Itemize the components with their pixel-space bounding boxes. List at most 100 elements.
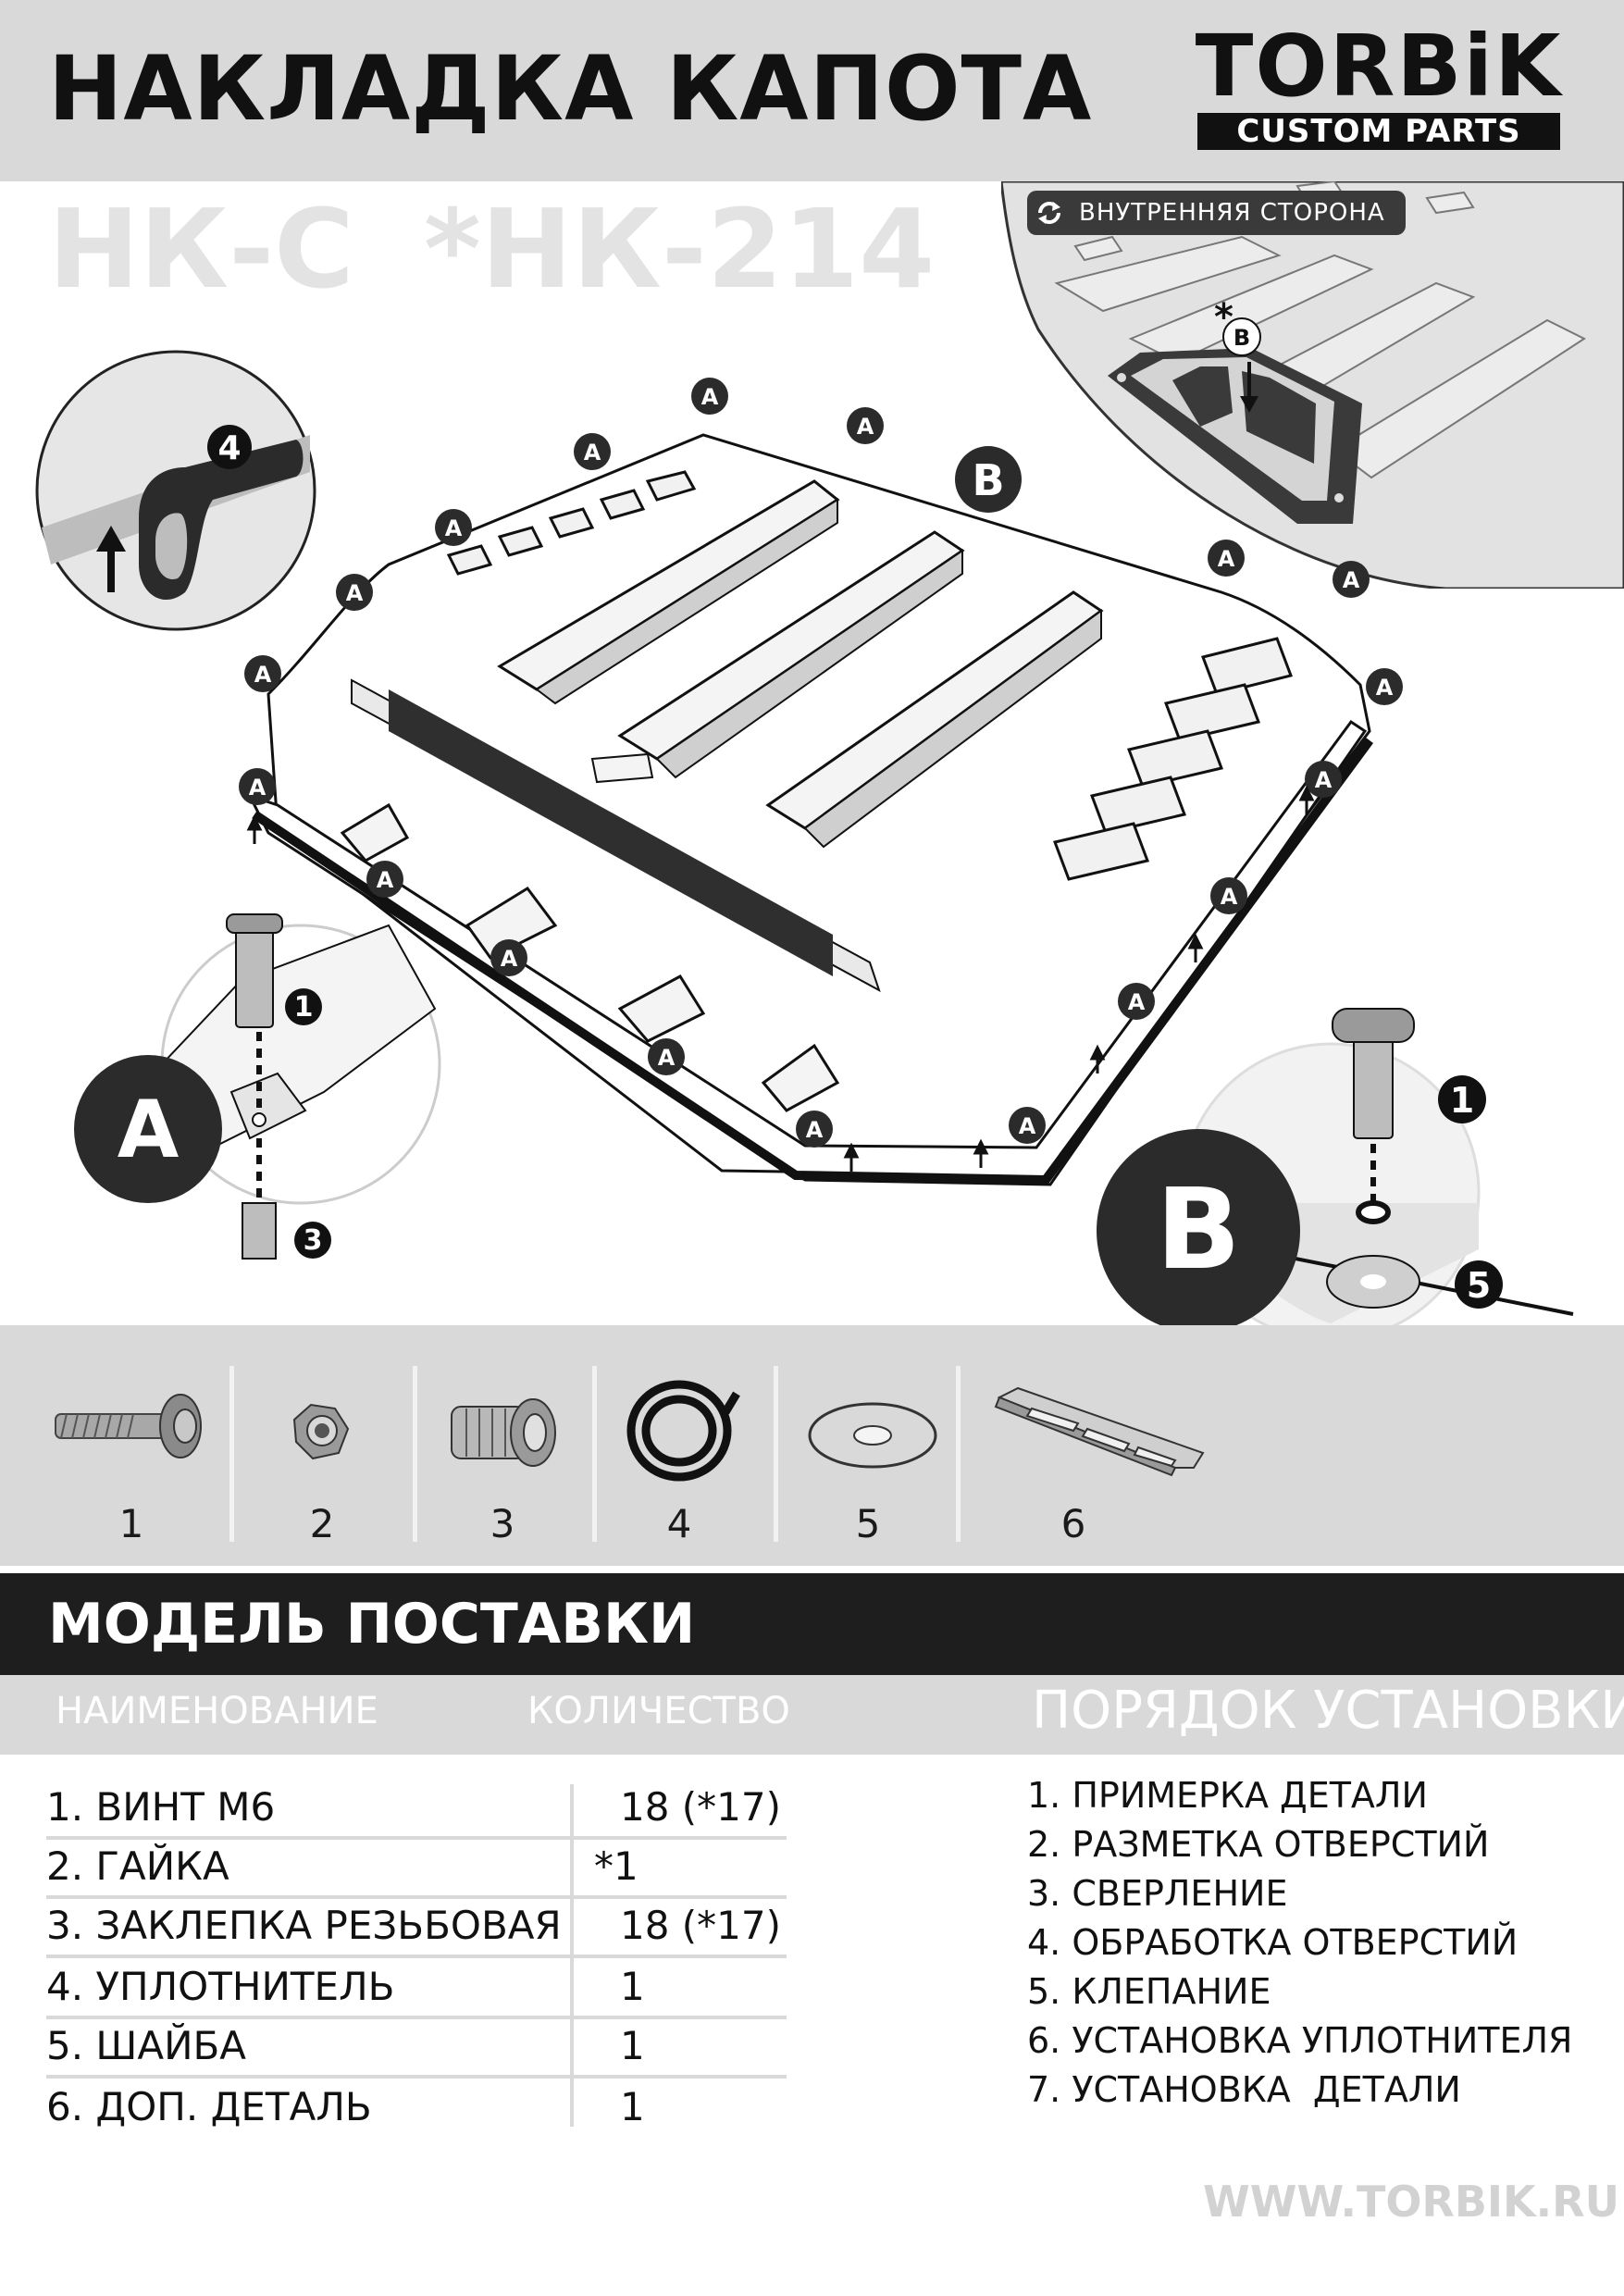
item-name: 6. ДОП. ДЕТАЛЬ — [46, 2084, 372, 2129]
item-name: 2. ГАЙКА — [46, 1843, 229, 1889]
svg-text:A: A — [377, 867, 394, 893]
hood-overlay-diagram: 4 — [35, 350, 1574, 1325]
install-step: 4. ОБРАБОТКА ОТВЕРСТИЙ — [1027, 1922, 1519, 1963]
svg-text:A: A — [806, 1117, 824, 1143]
mount-point-marker: A — [648, 1038, 685, 1075]
row-divider — [46, 2016, 787, 2019]
header-band — [0, 0, 1624, 181]
item-name: 3. ЗАКЛЕПКА РЕЗЬБОВАЯ — [46, 1903, 562, 1948]
inner-side-caption: ВНУТРЕННЯЯ СТОРОНА — [1027, 191, 1406, 235]
mount-point-marker: A — [366, 861, 403, 898]
item-name: 1. ВИНТ М6 — [46, 1784, 276, 1830]
mount-point-marker: A — [1208, 540, 1245, 577]
mount-point-marker: A — [796, 1111, 833, 1148]
item-qty: *1 — [594, 1843, 638, 1889]
svg-text:A: A — [584, 440, 601, 465]
item-name: 4. УПЛОТНИТЕЛЬ — [46, 1964, 395, 2009]
logo-tagline: CUSTOM PARTS — [1197, 113, 1560, 150]
nut-icon — [292, 1403, 350, 1460]
row-divider — [46, 1955, 787, 1958]
columns-band — [0, 1675, 1624, 1755]
hood-body — [247, 433, 1374, 1186]
product-code: НК-С — [48, 185, 354, 313]
mount-point-marker: A — [1210, 877, 1247, 914]
brand-logo: TORBiK CUSTOM PARTS — [1184, 24, 1573, 154]
row-divider — [46, 2075, 787, 2079]
parts-divider — [413, 1366, 417, 1542]
svg-text:A: A — [249, 775, 267, 800]
item-name: 5. ШАЙБА — [46, 2023, 247, 2068]
mount-point-marker: A — [239, 768, 276, 805]
install-step: 2. РАЗМЕТКА ОТВЕРСТИЙ — [1027, 1824, 1490, 1865]
part-number: 3 — [490, 1501, 515, 1546]
detail-b: B 1 5 2 — [1097, 1008, 1574, 1325]
part-number: 2 — [309, 1501, 335, 1546]
detail-a: A 1 3 — [74, 913, 441, 1260]
svg-text:A: A — [346, 580, 364, 606]
item-qty: 1 — [620, 1964, 645, 2009]
svg-text:A: A — [1019, 1113, 1036, 1139]
detail-b-letter: B — [1156, 1166, 1240, 1295]
row-divider — [46, 1836, 787, 1840]
washer-icon — [808, 1402, 937, 1469]
mount-point-marker: A — [574, 433, 611, 470]
mount-point-marker: A — [1009, 1107, 1046, 1144]
mount-point-marker: A — [1118, 983, 1155, 1020]
parts-divider — [592, 1366, 597, 1542]
column-name-header: НАИМЕНОВАНИЕ — [56, 1690, 378, 1732]
model-band — [0, 1573, 1624, 1675]
inner-marker-b: B — [1233, 325, 1250, 351]
detail-b-callout-1: 1 — [1450, 1080, 1474, 1121]
product-code-alt: *НК-214 — [424, 185, 936, 313]
install-step: 3. СВЕРЛЕНИЕ — [1027, 1873, 1288, 1914]
parts-divider — [229, 1366, 234, 1542]
seal-coil-icon — [626, 1380, 740, 1482]
installation-order-header: ПОРЯДОК УСТАНОВКИ — [1032, 1681, 1624, 1741]
row-divider — [46, 1895, 787, 1899]
install-step: 1. ПРИМЕРКА ДЕТАЛИ — [1027, 1775, 1428, 1816]
svg-text:A: A — [501, 946, 518, 972]
install-step: 5. КЛЕПАНИЕ — [1027, 1971, 1271, 2012]
hood-marker-b: B — [972, 455, 1004, 505]
svg-text:A: A — [445, 515, 463, 541]
part-number: 6 — [1060, 1501, 1086, 1546]
svg-text:A: A — [254, 662, 272, 688]
install-step: 7. УСТАНОВКА ДЕТАЛИ — [1027, 2069, 1461, 2110]
svg-text:A: A — [701, 384, 719, 410]
svg-text:A: A — [1315, 767, 1333, 793]
mount-point-marker: A — [244, 655, 281, 692]
rotate-icon — [1038, 202, 1060, 224]
svg-text:A: A — [1343, 567, 1360, 593]
item-qty: 1 — [620, 2023, 645, 2068]
seal-detail: 4 — [35, 350, 316, 631]
footer-url[interactable]: WWW.TORBIK.RU — [1203, 2177, 1619, 2227]
seal-callout: 4 — [217, 429, 241, 467]
mount-point-marker: A — [847, 407, 884, 444]
bracket-icon — [994, 1386, 1205, 1477]
item-qty: 18 (*17) — [620, 1784, 782, 1830]
svg-text:A: A — [1218, 546, 1235, 572]
page-title: НАКЛАДКА КАПОТА — [48, 37, 1093, 141]
mount-point-marker: A — [1305, 761, 1342, 798]
mount-point-marker: A — [1333, 561, 1370, 598]
mount-point-marker: A — [1366, 668, 1403, 705]
svg-text:A: A — [1376, 675, 1394, 701]
rivet-nut-icon — [451, 1398, 556, 1467]
detail-a-letter: A — [118, 1084, 180, 1176]
install-step: 6. УСТАНОВКА УПЛОТНИТЕЛЯ — [1027, 2020, 1573, 2061]
item-qty: 1 — [620, 2084, 645, 2129]
svg-text:A: A — [857, 414, 874, 440]
svg-text:A: A — [1128, 989, 1146, 1015]
item-qty: 18 (*17) — [620, 1903, 782, 1948]
model-title: МОДЕЛЬ ПОСТАВКИ — [48, 1592, 696, 1657]
mount-point-marker: A — [435, 509, 472, 546]
part-number: 5 — [855, 1501, 881, 1546]
detail-a-callout-1: 1 — [294, 991, 314, 1024]
part-number: 1 — [118, 1501, 144, 1546]
detail-a-callout-3: 3 — [304, 1224, 323, 1257]
parts-divider — [956, 1366, 961, 1542]
svg-text:A: A — [1221, 884, 1238, 910]
inner-side-illustration: * B — [1001, 181, 1624, 589]
part-number: 4 — [666, 1501, 692, 1546]
logo-wordmark: TORBiK — [1195, 17, 1563, 116]
